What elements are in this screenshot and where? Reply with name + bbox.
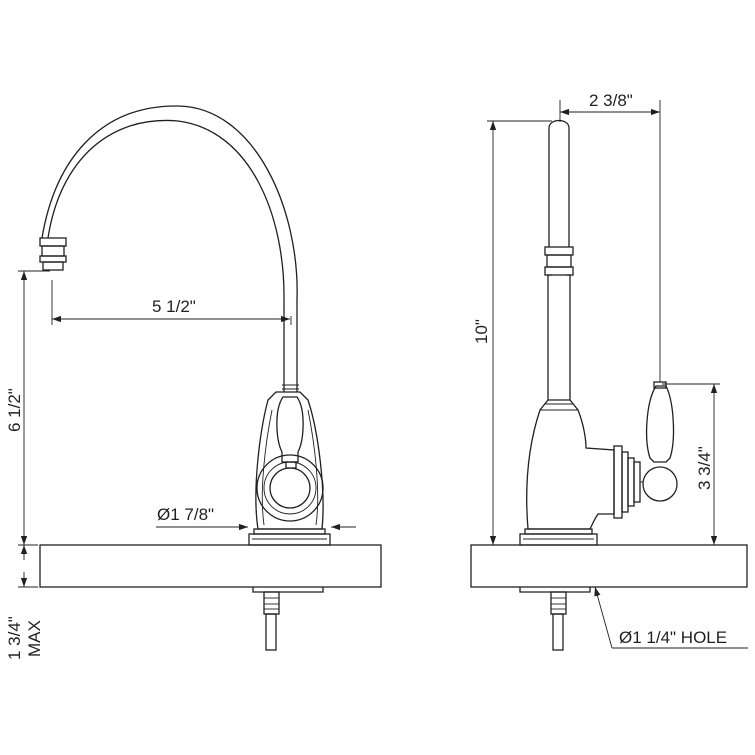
front-mount-plate [252,587,324,593]
side-mount-plate [519,587,591,593]
front-lever-handle [276,396,304,463]
label-total-height: 10" [472,319,491,344]
label-base-diameter: Ø1 7/8" [157,505,214,524]
front-gooseneck-spout [47,119,285,392]
label-spout-height: 6 1/2" [5,388,24,432]
front-handle-hub-ring [263,461,317,515]
dim-spout-height: 6 1/2" [5,270,50,546]
side-countertop [470,544,748,588]
front-base [248,528,331,546]
side-spout [544,119,574,400]
callout-hole-size: Ø1 1/4" HOLE [594,586,748,649]
label-hole-size: Ø1 1/4" HOLE [619,628,727,647]
front-handle-hub-outer [256,454,324,522]
dim-base-diameter: Ø1 7/8" [156,505,356,531]
front-handle-hub-inner [269,467,311,509]
dim-side-depth: 2 3/8" [559,91,661,382]
label-deck-thickness: 1 3/4" [5,616,24,660]
front-body-inner [261,409,319,526]
front-view: 5 1/2" 6 1/2" Ø1 7/8" 1 3/4" MAX [5,105,382,660]
front-supply-shank [263,591,280,651]
label-deck-thickness-max: MAX [25,620,44,657]
side-supply-shank [550,591,567,651]
side-base [519,528,598,546]
front-aerator [39,237,67,271]
dim-spout-reach: 5 1/2" [51,280,292,325]
dim-handle-height: 3 3/4" [662,383,720,545]
dim-total-height: 10" [472,120,552,546]
side-handle-knob [642,466,678,502]
side-lever-handle [646,385,675,463]
front-countertop [39,544,382,588]
side-body [526,399,615,530]
side-cartridge [613,445,641,519]
label-side-depth: 2 3/8" [589,91,633,110]
label-spout-reach: 5 1/2" [152,297,196,316]
label-handle-height: 3 3/4" [695,446,714,490]
dim-deck-thickness: 1 3/4" MAX [5,544,44,660]
side-view: 10" 2 3/8" 3 3/4" Ø1 1/4" HOLE [470,91,748,651]
